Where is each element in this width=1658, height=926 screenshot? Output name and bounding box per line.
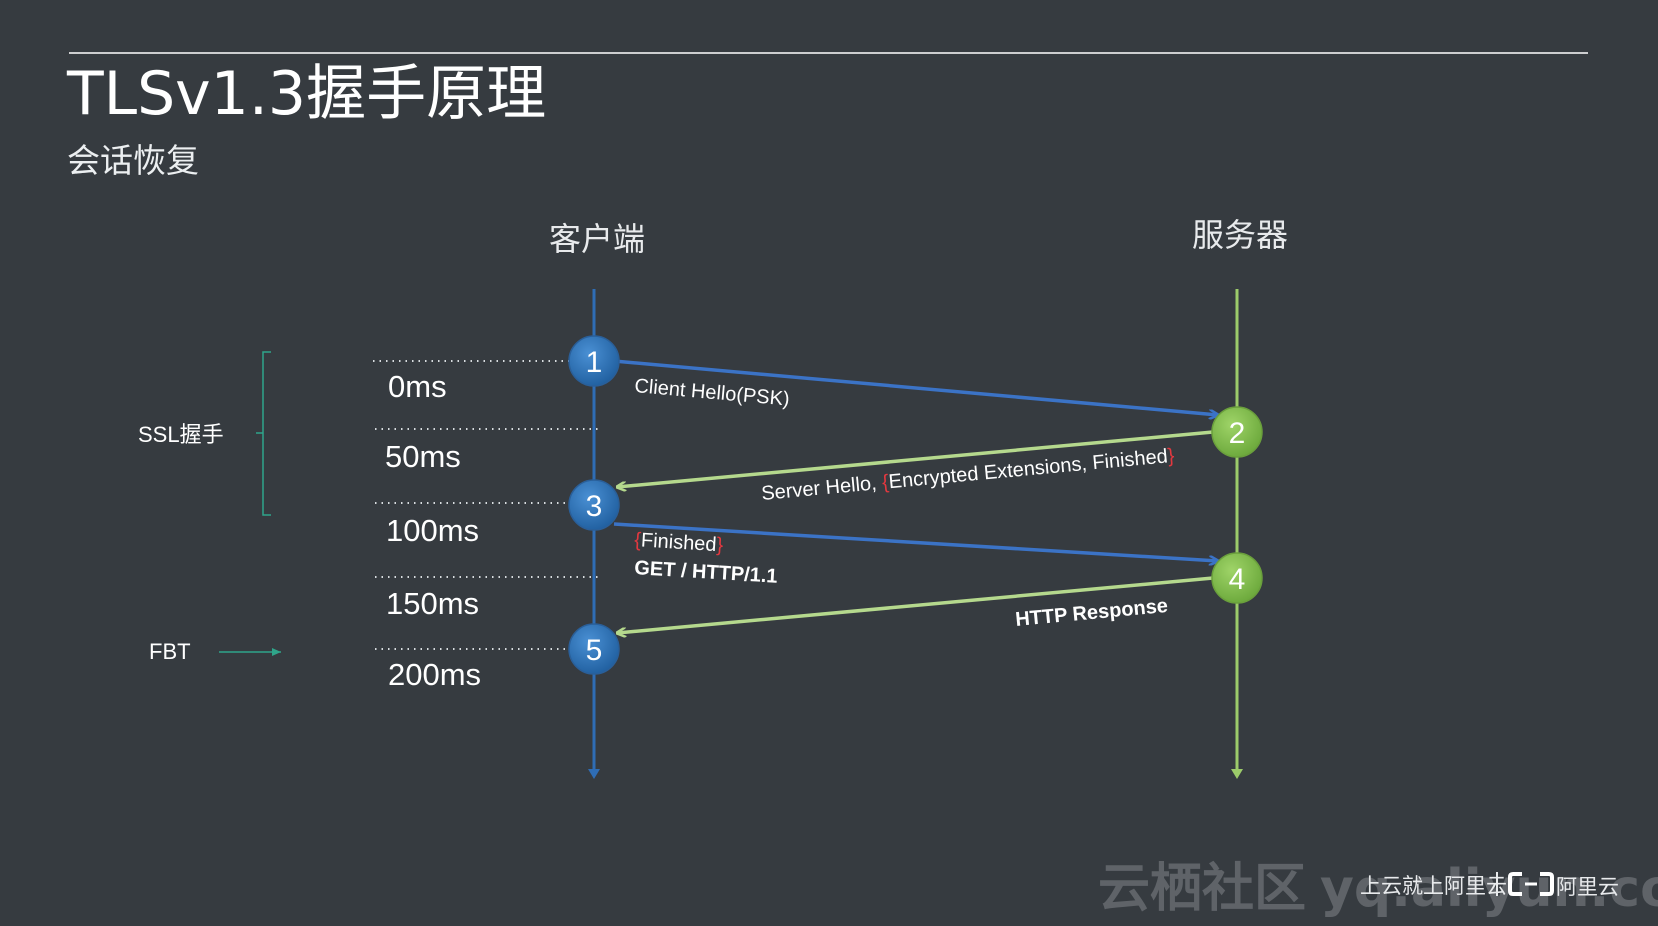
ssl-handshake-label: SSL握手 — [138, 422, 224, 447]
slide-title: TLSv1.3握手原理 — [66, 59, 546, 129]
finished-get-arrow — [613, 522, 1218, 561]
node-2: 2 — [1211, 406, 1263, 458]
brace-open: { — [881, 471, 890, 494]
client-timeline-arrowhead — [588, 769, 600, 779]
node-3-number: 3 — [586, 490, 603, 523]
time-label-0ms: 0ms — [388, 369, 447, 404]
brace-open: { — [634, 529, 642, 551]
time-label-100ms: 100ms — [386, 513, 479, 548]
brace-close: } — [716, 534, 724, 556]
watermark-domain: yq.aliyun.com — [1320, 859, 1658, 919]
server-timeline-arrowhead — [1231, 769, 1243, 779]
slide-subtitle: 会话恢复 — [67, 141, 199, 180]
fbt-label: FBT — [149, 639, 191, 664]
time-label-50ms: 50ms — [385, 439, 461, 474]
http-response-label: HTTP Response — [1014, 595, 1168, 631]
node-1-number: 1 — [586, 346, 603, 379]
http-response-arrow — [617, 576, 1214, 633]
finished-text: Finished — [640, 529, 717, 556]
node-4: 4 — [1211, 552, 1263, 604]
node-1: 1 — [568, 335, 620, 387]
node-2-number: 2 — [1229, 417, 1246, 450]
aliyun-logo-icon — [1508, 872, 1554, 896]
client-hello-arrow — [613, 359, 1218, 415]
encrypted-extensions-label: Encrypted Extensions, Finished — [888, 445, 1169, 493]
ssl-handshake-bracket — [256, 351, 271, 516]
time-label-200ms: 200ms — [388, 657, 481, 692]
node-4-number: 4 — [1229, 563, 1246, 596]
brace-close: } — [1167, 445, 1176, 468]
get-request-label: GET / HTTP/1.1 — [634, 557, 778, 588]
finished-label: {Finished} — [634, 529, 724, 556]
server-column-label: 服务器 — [1192, 216, 1288, 254]
client-hello-label: Client Hello(PSK) — [634, 375, 791, 410]
server-hello-arrow — [617, 430, 1214, 487]
node-5-number: 5 — [586, 634, 603, 667]
client-column-label: 客户端 — [549, 220, 645, 258]
node-3: 3 — [568, 479, 620, 531]
time-label-150ms: 150ms — [386, 586, 479, 621]
server-hello-prefix: Server Hello, — [760, 472, 883, 505]
node-5: 5 — [568, 623, 620, 675]
watermark-community: 云栖社区 — [1098, 859, 1306, 919]
footer-brand: 阿里云 — [1556, 875, 1619, 899]
footer-slogan: 上云就上阿里云 — [1360, 874, 1507, 898]
